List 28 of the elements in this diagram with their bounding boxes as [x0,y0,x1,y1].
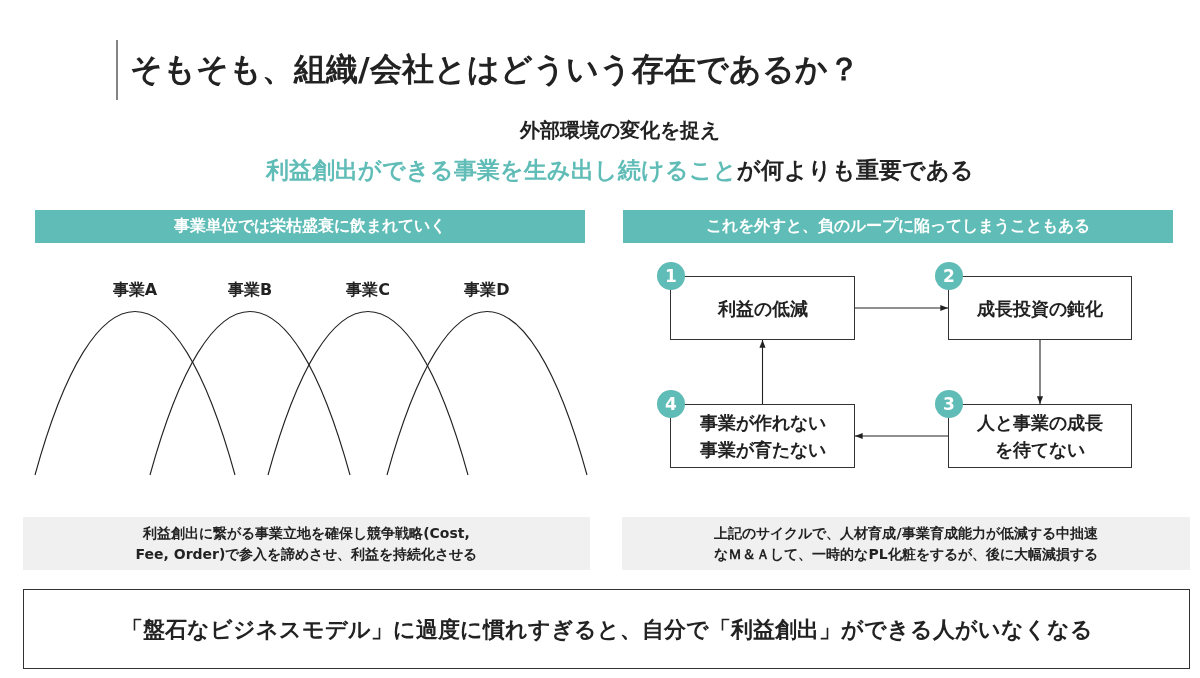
conclusion-box [23,589,1190,669]
curve-label: 事業B [226,280,274,301]
box-text: 「盤石なビジネスモデル」に過度に慣れすぎると、自分で「利益創出」ができる人がいなくなる [120,615,1093,644]
step-number: 3 [935,390,963,418]
subtitle: 外部環境の変化を捉え [518,117,721,144]
curve-label: 事業A [111,280,159,301]
step-number: 1 [657,262,685,290]
arrow [854,432,949,440]
curve-label: 事業D [463,280,511,301]
step-number: 4 [657,390,685,418]
subtitle: が何よりも重要である [737,157,974,183]
box-text: 利益創出に繋がる事業立地を確保し競争戦略(Cost, Fee, Order)で参入を諦めさせ、利益を持続化させる [134,524,479,564]
box-text: これを外すと、負のループに陥ってしまうこともある [706,216,1090,237]
curve-label: 事業C [345,280,391,301]
arrow [759,339,766,405]
arrow [854,304,949,312]
box-text: 人と事業の成長を待てない [976,411,1104,462]
step-number: 2 [935,262,963,290]
box-text: 利益の低減 [717,296,808,321]
box-text: 事業が作れない事業が育たない [698,411,827,462]
header-band [623,210,1173,243]
arrow [1036,339,1044,405]
box-text: 上記のサイクルで、人材育成/事業育成能力が低減する中拙速なＭ＆Ａして、一時的なPL化粧をするが、後に大幅減損する [713,524,1099,564]
box-text: 成長投資の鈍化 [977,296,1103,321]
title: そもそも、組織/会社とはどういう存在であるか？ [130,49,860,90]
highlighted-text: 利益創出ができる事業を生み出し続けること [266,157,737,183]
box-text: 事業単位では栄枯盛衰に飲まれていく [174,216,446,237]
header-band [35,210,585,243]
